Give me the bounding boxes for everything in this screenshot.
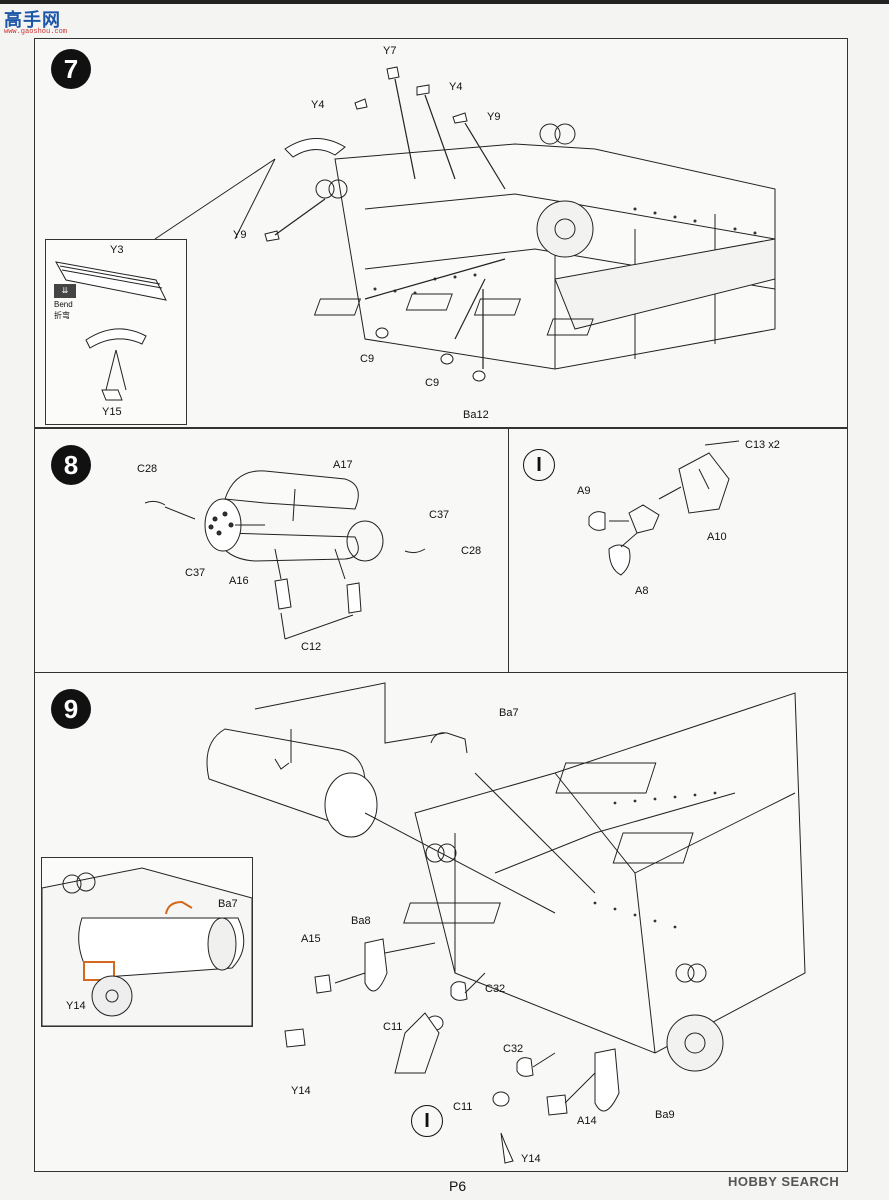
step-i-label-a8: A8: [635, 585, 649, 597]
site-logo: 高手网 www.gaoshou.com: [4, 6, 74, 38]
step-8-label-a17: A17: [333, 459, 353, 471]
step-9-badge: 9: [51, 689, 91, 729]
step-7-label-y7: Y7: [383, 45, 397, 57]
step-7-label-y4-b: Y4: [311, 99, 325, 111]
step-9-label-ba9: Ba9: [655, 1109, 675, 1121]
step-i-panel: I C13 x2 A9 A10 A8: [508, 428, 848, 674]
step-9-inset: Ba7 Y14: [41, 857, 253, 1027]
step-9-label-y14-b: Y14: [521, 1153, 541, 1165]
step-7-panel: 7: [34, 38, 848, 428]
step-9-label-ba8: Ba8: [351, 915, 371, 927]
hobby-search-watermark: HOBBY SEARCH: [728, 1174, 840, 1189]
step-7-label-ba12: Ba12: [463, 409, 489, 421]
bend-icon: ⇊: [54, 284, 76, 298]
site-logo-text: 高手网: [4, 10, 61, 31]
step-9-inset-ba7: Ba7: [218, 898, 238, 910]
step-9-label-c11-a: C11: [383, 1021, 403, 1033]
step-9-panel: 9: [34, 672, 848, 1172]
step-8-badge: 8: [51, 445, 91, 485]
step-7-inset-y15: Y15: [102, 406, 122, 418]
step-9-sub-i-mark: I: [411, 1105, 443, 1137]
step-8-panel: 8 C28 A17 C37 C28 C37 A16 C12: [34, 428, 510, 674]
top-border: [0, 0, 889, 4]
step-7-label-y4-a: Y4: [449, 81, 463, 93]
step-9-label-y14-a: Y14: [291, 1085, 311, 1097]
step-8-label-c37-b: C37: [185, 567, 206, 579]
step-7-inset-drawing: [55, 261, 167, 401]
step-7-inset-bend: Bend: [54, 300, 73, 309]
step-9-label-c32-a: C32: [485, 983, 506, 995]
step-8-label-c28-b: C28: [461, 545, 482, 557]
step-7-badge: 7: [51, 49, 91, 89]
step-8-drawing: [144, 470, 426, 640]
step-7-label-c9-b: C9: [425, 377, 440, 389]
step-i-drawing: [588, 440, 740, 576]
step-9-inset-drawing: [41, 867, 253, 1027]
step-i-label-c13: C13 x2: [745, 439, 780, 451]
site-logo-url: www.gaoshou.com: [4, 28, 68, 36]
step-7-drawing: [154, 66, 776, 382]
step-9-label-c32-b: C32: [503, 1043, 524, 1055]
step-8-label-c37-a: C37: [429, 509, 450, 521]
step-7-inset-bend-cn: 折弯: [54, 311, 70, 320]
step-7-inset-y3: Y3: [110, 244, 124, 256]
page-number: P6: [449, 1178, 467, 1194]
step-9-drawing: [206, 682, 806, 1164]
step-8-label-c12: C12: [301, 641, 322, 653]
step-i-label-a9: A9: [577, 485, 591, 497]
step-i-label-a10: A10: [707, 531, 727, 543]
step-9-label-a15: A15: [301, 933, 321, 945]
step-9-label-c11-b: C11: [453, 1101, 473, 1113]
step-9-inset-y14: Y14: [66, 1000, 86, 1012]
step-9-label-ba7: Ba7: [499, 707, 519, 719]
step-7-inset: Y3 ⇊ Bend 折弯 Y15: [45, 239, 187, 425]
step-8-label-a16: A16: [229, 575, 249, 587]
step-8-label-c28-a: C28: [137, 463, 158, 475]
step-7-label-y9-b: Y9: [233, 229, 247, 241]
step-7-label-y9-a: Y9: [487, 111, 501, 123]
step-9-label-a14: A14: [577, 1115, 597, 1127]
step-7-label-c9-a: C9: [360, 353, 375, 365]
sub-step-i-mark: I: [523, 449, 555, 481]
